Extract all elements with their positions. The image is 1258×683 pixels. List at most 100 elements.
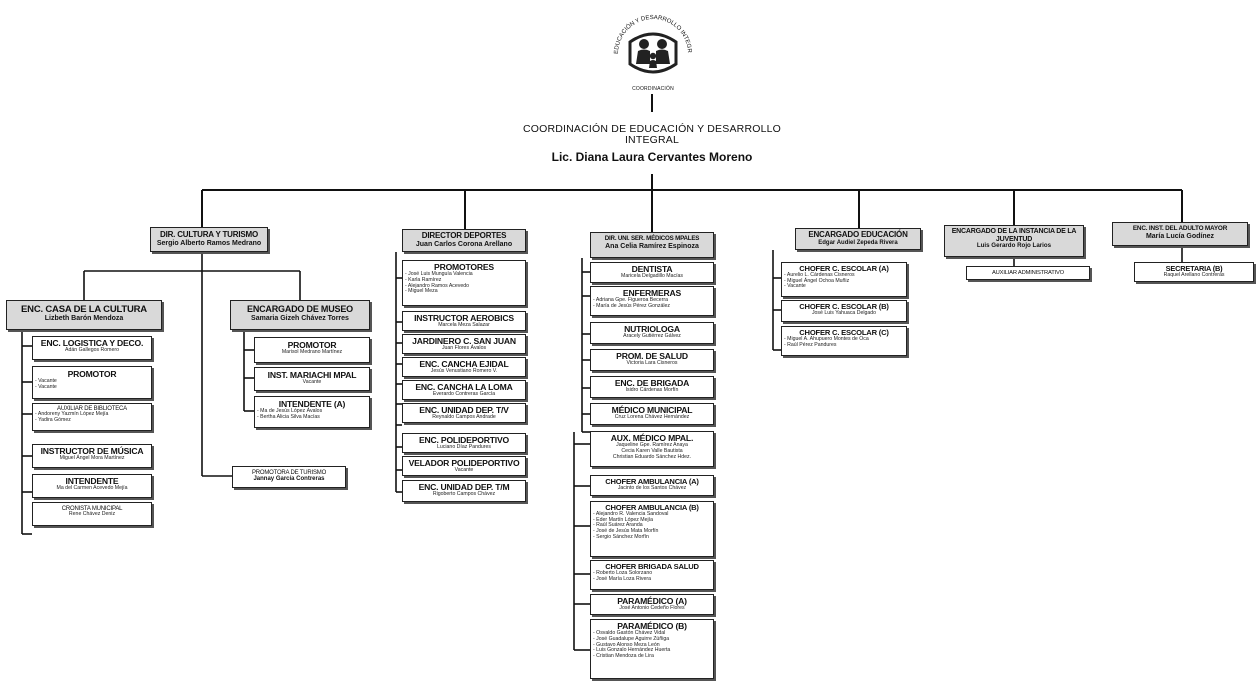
box-title: INST. MARIACHI MPAL — [267, 370, 357, 380]
list-item: - Vacante — [784, 283, 806, 290]
box-title: ENC. DE BRIGADA — [614, 378, 690, 388]
box-title: ENFERMERAS — [622, 288, 682, 298]
box-name: Jannay García Contreras — [253, 476, 325, 483]
list-item: - Andoreny Yazmín López Mejía — [35, 411, 109, 418]
box-title: CHOFER C. ESCOLAR (C) — [799, 328, 889, 337]
box-title: ENC. CANCHA LA LOMA — [415, 382, 513, 392]
cancha-ejidal-box: ENC. CANCHA EJIDAL Jesús Venustiano Rome… — [402, 357, 526, 377]
chofer-escolar-a-box: CHOFER C. ESCOLAR (A) - Aurelio L. Cárde… — [781, 262, 907, 297]
box-title: ENCARGADO DE MUSEO — [247, 304, 353, 314]
enfermeras-box: ENFERMERAS - Adriana Gpe. Figueroa Becer… — [590, 286, 714, 316]
list-item: - Luis Gonzalo Hernández Huerta — [593, 647, 671, 654]
unidad-tv-box: ENC. UNIDAD DEP. T/V Reynaldo Campos And… — [402, 403, 526, 423]
box-title: PARAMÉDICO (A) — [617, 596, 687, 606]
box-title: PROMOTOR — [67, 369, 117, 379]
list-item: - José Luis Munguía Valencia — [405, 271, 473, 278]
auxiliar-administrativo-box: AUXILIAR ADMINISTRATIVO — [966, 266, 1090, 280]
box-title: AUX. MÉDICO MPAL. — [610, 433, 694, 443]
list-item: - Adriana Gpe. Figueroa Becerra — [593, 297, 668, 304]
list-item: - Miguel Meza — [405, 288, 438, 295]
box-name: Isidro Cárdenas Morfín — [625, 387, 679, 394]
box-title: ENC. LOGISTICA Y DECO. — [40, 338, 144, 348]
aerobics-box: INSTRUCTOR AEROBICS Marcela Meza Salazar — [402, 311, 526, 331]
enc-brigada-box: ENC. DE BRIGADA Isidro Cárdenas Morfín — [590, 376, 714, 398]
list-item: - Bertha Alicia Silva Macías — [257, 413, 320, 420]
promotores-deportes-box: PROMOTORES - José Luis Munguía Valencia … — [402, 260, 526, 306]
box-title: ENC. INST. DEL ADULTO MAYOR — [1132, 225, 1228, 232]
box-title: ENC. UNIDAD DEP. T/V — [419, 405, 509, 415]
intendente-museo-box: INTENDENTE (A) - Ma de Jesús López Ávalo… — [254, 396, 370, 428]
box-title: ENCARGADO EDUCACIÓN — [808, 230, 908, 239]
box-title: JARDINERO C. SAN JUAN — [412, 336, 516, 346]
paramedico-b-box: PARAMÉDICO (B) - Osvaldo Gastón Chávez V… — [590, 619, 714, 679]
box-name: Luis Gerardo Rojo Larios — [976, 242, 1052, 250]
box-title: CHOFER AMBULANCIA (B) — [605, 503, 699, 512]
dentista-box: DENTISTA Maricela Delgadillo Macías — [590, 262, 714, 283]
box-name: Marcela Meza Salazar — [438, 322, 490, 329]
intendente-cultura-box: INTENDENTE Ma del Carmen Acevedo Mejía — [32, 474, 152, 498]
box-name: Raquel Arellano Contreras — [1163, 271, 1225, 278]
unidad-tm-box: ENC. UNIDAD DEP. T/M Rigoberto Campos Ch… — [402, 480, 526, 502]
box-title: DIR. UNI. SER. MÉDICOS MPALES — [604, 235, 700, 242]
box-title: PROMOTOR — [287, 340, 337, 350]
dir-deportes-box: DIRECTOR DEPORTES Juan Carlos Corona Are… — [402, 229, 526, 252]
polideportivo-box: ENC. POLIDEPORTIVO Luciano Díaz Pandures — [402, 433, 526, 453]
list-item: - Aurelio L. Cárdenas Cisneros — [784, 272, 855, 279]
box-title: DIRECTOR DEPORTES — [421, 231, 507, 240]
list-item: - Raúl Suárez Aranda — [593, 522, 643, 529]
box-name: Cruz Lorena Chávez Hernández — [614, 414, 690, 421]
velador-box: VELADOR POLIDEPORTIVO Vacante — [402, 456, 526, 476]
box-name: Rene Chávez Deniz — [68, 511, 116, 518]
box-title: VELADOR POLIDEPORTIVO — [408, 458, 520, 468]
org-title: COORDINACIÓN DE EDUCACIÓN Y DESARROLLO I… — [522, 123, 782, 147]
box-title: CRONISTA MUNICIPAL — [61, 506, 123, 512]
promotor-cultura-box: PROMOTOR - Vacante - Vacante — [32, 366, 152, 399]
auxiliar-biblioteca-box: AUXILIAR DE BIBLIOTECA - Andoreny Yazmín… — [32, 403, 152, 431]
box-name: Lizbeth Barón Mendoza — [44, 315, 124, 323]
box-name: José Luis Yahuaca Delgado — [811, 310, 877, 317]
enc-educacion-box: ENCARGADO EDUCACIÓN Edgar Audiel Zepeda … — [795, 228, 921, 250]
list-item: - Karla Ramírez — [405, 276, 442, 283]
aux-medico-box: AUX. MÉDICO MPAL. Jaqueline Gpe. Ramírez… — [590, 431, 714, 467]
list-item: Jaqueline Gpe. Ramírez Anaya — [616, 442, 688, 449]
coordinator-name: Lic. Diana Laura Cervantes Moreno — [551, 150, 753, 164]
juventud-box: ENCARGADO DE LA INSTANCIA DE LA JUVENTUD… — [944, 225, 1084, 257]
ambulancia-a-box: CHOFER AMBULANCIA (A) Jacinto de los San… — [590, 475, 714, 496]
box-title: ENC. CANCHA EJIDAL — [419, 359, 509, 369]
list-item: - María de Jesús Pérez González — [593, 302, 670, 309]
jardinero-box: JARDINERO C. SAN JUAN Juan Flores Ávalos — [402, 334, 526, 354]
box-name: Marisol Medrano Martínez — [281, 349, 343, 356]
box-title: PROMOTORA DE TURISMO — [251, 470, 327, 476]
chofer-brigada-box: CHOFER BRIGADA SALUD - Roberto Loza Solo… — [590, 560, 714, 590]
list-item: - Sergio Sánchez Morfín — [593, 533, 649, 540]
box-title: CHOFER BRIGADA SALUD — [605, 562, 699, 571]
dir-cultura-box: DIR. CULTURA Y TURISMO Sergio Alberto Ra… — [150, 227, 268, 252]
box-name: Edgar Audiel Zepeda Rivera — [818, 239, 898, 246]
logistica-box: ENC. LOGISTICA Y DECO. Adán Gallegos Rom… — [32, 336, 152, 360]
adulto-mayor-box: ENC. INST. DEL ADULTO MAYOR María Lucía … — [1112, 222, 1248, 246]
promotora-turismo-box: PROMOTORA DE TURISMO Jannay García Contr… — [232, 466, 346, 488]
cronista-box: CRONISTA MUNICIPAL Rene Chávez Deniz — [32, 502, 152, 526]
box-title: INSTRUCTOR AEROBICS — [414, 313, 514, 323]
box-name: Jesús Venustiano Romero V. — [430, 368, 498, 375]
ambulancia-b-box: CHOFER AMBULANCIA (B) - Alejandro R. Val… — [590, 501, 714, 557]
box-name: Adán Gallegos Romero — [65, 347, 119, 354]
box-name: Victoria Lara Cisneros — [626, 360, 678, 367]
list-item: - Gustavo Alonso Meza León — [593, 641, 660, 648]
list-item: - Miguel A. Ahupuero Montes de Oca — [784, 336, 869, 343]
box-title: ENC. POLIDEPORTIVO — [419, 435, 509, 445]
list-item: - Miguel Ángel Ochoa Muñiz — [784, 277, 850, 284]
box-name: Juan Flores Ávalos — [441, 345, 487, 352]
box-title: ENCARGADO DE LA INSTANCIA DE LA JUVENTUD — [951, 228, 1077, 243]
list-item: - Yadira Gómez — [35, 417, 71, 424]
box-name: Vacante — [302, 379, 322, 386]
medico-municipal-box: MÉDICO MUNICIPAL Cruz Lorena Chávez Hern… — [590, 403, 714, 425]
box-title: NUTRIOLOGA — [624, 324, 680, 334]
box-name: Maricela Delgadillo Macías — [621, 273, 683, 280]
paramedico-a-box: PARAMÉDICO (A) José Antonio Cedeño Flore… — [590, 594, 714, 615]
list-item: - Osvaldo Gastón Chávez Vidal — [593, 630, 666, 637]
box-name: María Lucía Godínez — [1145, 232, 1215, 240]
secretaria-box: SECRETARIA (B) Raquel Arellano Contreras — [1134, 262, 1254, 282]
box-name: Ma del Carmen Acevedo Mejía — [56, 485, 128, 492]
box-name: Samaria Gizeh Chávez Torres — [251, 314, 349, 322]
